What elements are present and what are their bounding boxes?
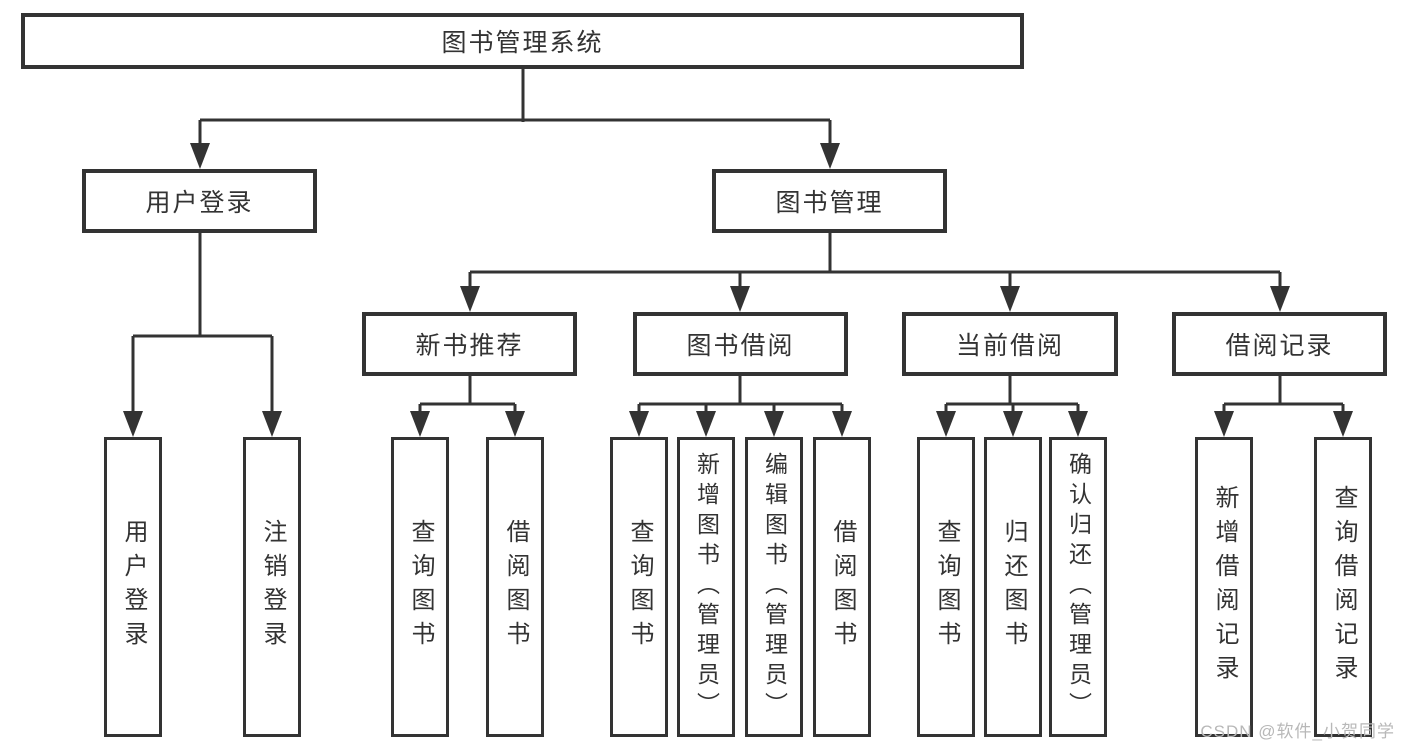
- leaf-query-borrow-record: 查询借阅记录: [1314, 437, 1372, 737]
- leaf-logout-label: 注销登录: [259, 519, 286, 655]
- node-root-system: 图书管理系统: [21, 13, 1024, 69]
- leaf-return-books: 归还图书: [984, 437, 1042, 737]
- leaf-borrow-books-newbook: 借阅图书: [486, 437, 544, 737]
- leaf-borrow-books-borrowing: 借阅图书: [813, 437, 871, 737]
- leaf-query-books-current: 查询图书: [917, 437, 975, 737]
- leaf-return-books-label: 归还图书: [1000, 519, 1027, 655]
- leaf-query-books-borrowing-label: 查询图书: [626, 519, 653, 655]
- leaf-logout: 注销登录: [243, 437, 301, 737]
- leaf-user-login-label: 用户登录: [120, 519, 147, 655]
- node-borrow-records-label: 借阅记录: [1225, 332, 1334, 360]
- leaf-add-books-admin: 新增图书（管理员）: [677, 437, 735, 737]
- node-book-management-label: 图书管理: [775, 189, 884, 217]
- leaf-edit-books-admin-label: 编辑图书（管理员）: [761, 452, 788, 722]
- node-current-borrowing: 当前借阅: [902, 312, 1118, 376]
- node-book-borrowing-label: 图书借阅: [686, 332, 795, 360]
- leaf-edit-books-admin: 编辑图书（管理员）: [745, 437, 803, 737]
- leaf-query-books-borrowing: 查询图书: [610, 437, 668, 737]
- leaf-confirm-return-admin-label: 确认归还（管理员）: [1065, 452, 1092, 722]
- node-book-management: 图书管理: [712, 169, 947, 233]
- leaf-borrow-books-borrowing-label: 借阅图书: [829, 519, 856, 655]
- csdn-watermark: CSDN @软件_小贺同学: [1200, 722, 1395, 741]
- arrowheads: [123, 143, 1353, 437]
- node-user-login: 用户登录: [82, 169, 317, 233]
- leaf-user-login: 用户登录: [104, 437, 162, 737]
- leaf-add-borrow-record-label: 新增借阅记录: [1211, 485, 1238, 689]
- node-new-book-recommend-label: 新书推荐: [415, 332, 524, 360]
- leaf-borrow-books-newbook-label: 借阅图书: [502, 519, 529, 655]
- leaf-add-borrow-record: 新增借阅记录: [1195, 437, 1253, 737]
- node-current-borrowing-label: 当前借阅: [955, 332, 1064, 360]
- leaf-query-books-current-label: 查询图书: [933, 519, 960, 655]
- leaf-confirm-return-admin: 确认归还（管理员）: [1049, 437, 1107, 737]
- leaf-query-books-newbook-label: 查询图书: [407, 519, 434, 655]
- node-new-book-recommend: 新书推荐: [362, 312, 577, 376]
- leaf-query-books-newbook: 查询图书: [391, 437, 449, 737]
- leaf-query-borrow-record-label: 查询借阅记录: [1330, 485, 1357, 689]
- leaf-add-books-admin-label: 新增图书（管理员）: [693, 452, 720, 722]
- node-user-login-label: 用户登录: [145, 189, 254, 217]
- node-borrow-records: 借阅记录: [1172, 312, 1387, 376]
- node-book-borrowing: 图书借阅: [633, 312, 848, 376]
- node-root-label: 图书管理系统: [441, 29, 604, 57]
